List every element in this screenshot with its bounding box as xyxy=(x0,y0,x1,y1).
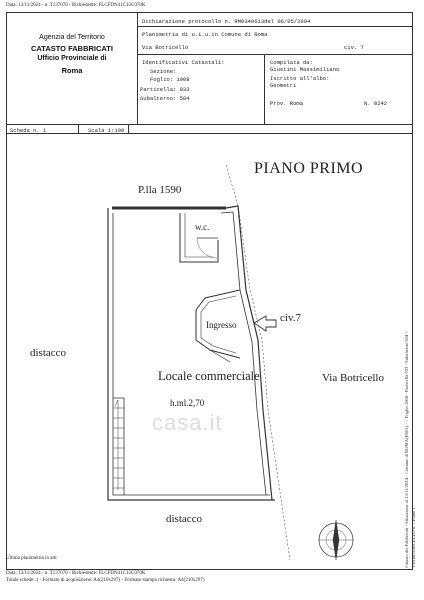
west-south-wall xyxy=(107,208,275,501)
ingresso-label: Ingresso xyxy=(206,320,237,330)
west-south-wall-inner xyxy=(112,213,270,496)
particella: Particella: 933 xyxy=(140,86,190,93)
side-info: Catasto dei Fabbricati - Situazione al 1… xyxy=(404,331,409,568)
planimetria: Planimetria di u.i.u.in Comune di Roma xyxy=(142,31,268,38)
footer-format: Totale schede: 1 - Formato di acquisizio… xyxy=(6,578,205,583)
entrance-arrow xyxy=(253,315,277,332)
ultima-planimetria: Ultima planimetria in atti xyxy=(6,556,57,561)
wc-door-swing xyxy=(196,237,218,259)
stairs xyxy=(113,397,125,495)
property-line xyxy=(225,164,291,561)
room-label: Locale commerciale xyxy=(158,369,260,383)
wc-walls xyxy=(179,213,219,263)
ufficio-city: Roma xyxy=(61,66,83,75)
province: Prov. Roma xyxy=(270,100,304,107)
request-info: Data: 13/11/2024 - n. T137070 - Richiede… xyxy=(6,3,146,8)
stair-steps xyxy=(113,407,124,489)
foglio: Foglio: 1008 xyxy=(150,76,190,83)
civic-label: civ.7 xyxy=(280,312,301,324)
stair-arrow xyxy=(114,399,119,490)
header-line xyxy=(6,133,413,134)
header-line xyxy=(6,124,413,125)
sezione-label: Sezione: xyxy=(150,68,177,75)
ingresso-walls xyxy=(195,289,241,359)
footer-request: Data: 13/11/2024 - n. T137070 - Richiede… xyxy=(6,571,146,576)
scheda: Scheda n. 1 xyxy=(10,127,47,134)
header-line xyxy=(138,54,413,55)
header-line xyxy=(78,124,79,133)
civic-number: civ. 7 xyxy=(344,44,364,51)
ufficio-label: Ufficio Provinciale di xyxy=(37,55,107,62)
iscritto-label: Iscritto all'albo: xyxy=(270,75,330,82)
ceiling-height: h.ml.2,70 xyxy=(170,398,205,408)
parcel-label: P.lla 1590 xyxy=(138,184,182,196)
compilata-label: Compilata da: xyxy=(270,59,313,66)
street-label: Via Botricello xyxy=(322,372,384,384)
agency-box: Agenzia del Territorio CATASTO FABBRICAT… xyxy=(6,12,138,124)
distacco-south: distacco xyxy=(166,513,203,525)
ingresso-door xyxy=(209,349,231,363)
agency-name: Agenzia del Territorio xyxy=(39,34,105,41)
wc-label: w.c. xyxy=(195,222,210,232)
compilatore: Giustini Massimiliano xyxy=(270,66,340,73)
watermark-logo: casa.it xyxy=(152,410,223,435)
header-line xyxy=(128,124,129,133)
floor-title: PIANO PRIMO xyxy=(254,160,364,177)
wc-walls-inner xyxy=(184,213,213,258)
catasto-title: CATASTO FABBRICATI xyxy=(31,44,113,53)
east-wall-inner xyxy=(220,211,267,496)
albo: Geometri xyxy=(270,82,297,89)
distacco-west: distacco xyxy=(30,347,67,359)
identificativi-label: Identificativi Catastali: xyxy=(142,59,225,66)
side-address: VIA BOTRICELLO n. 7 Piano 1 xyxy=(411,507,416,568)
header-line xyxy=(264,54,265,124)
plan-sheet xyxy=(6,12,413,570)
east-wall xyxy=(225,205,273,501)
scala: Scala 1:100 xyxy=(88,127,125,134)
subalterno: Subalterno: 504 xyxy=(140,95,190,102)
registration-number: N. 0242 xyxy=(364,100,388,107)
address: Via Botricello xyxy=(142,44,189,51)
header-line xyxy=(138,26,413,27)
ingresso-walls-inner xyxy=(200,295,237,354)
dichiarazione: Dichiarazione protocollo n. RM0349613del… xyxy=(142,18,311,25)
